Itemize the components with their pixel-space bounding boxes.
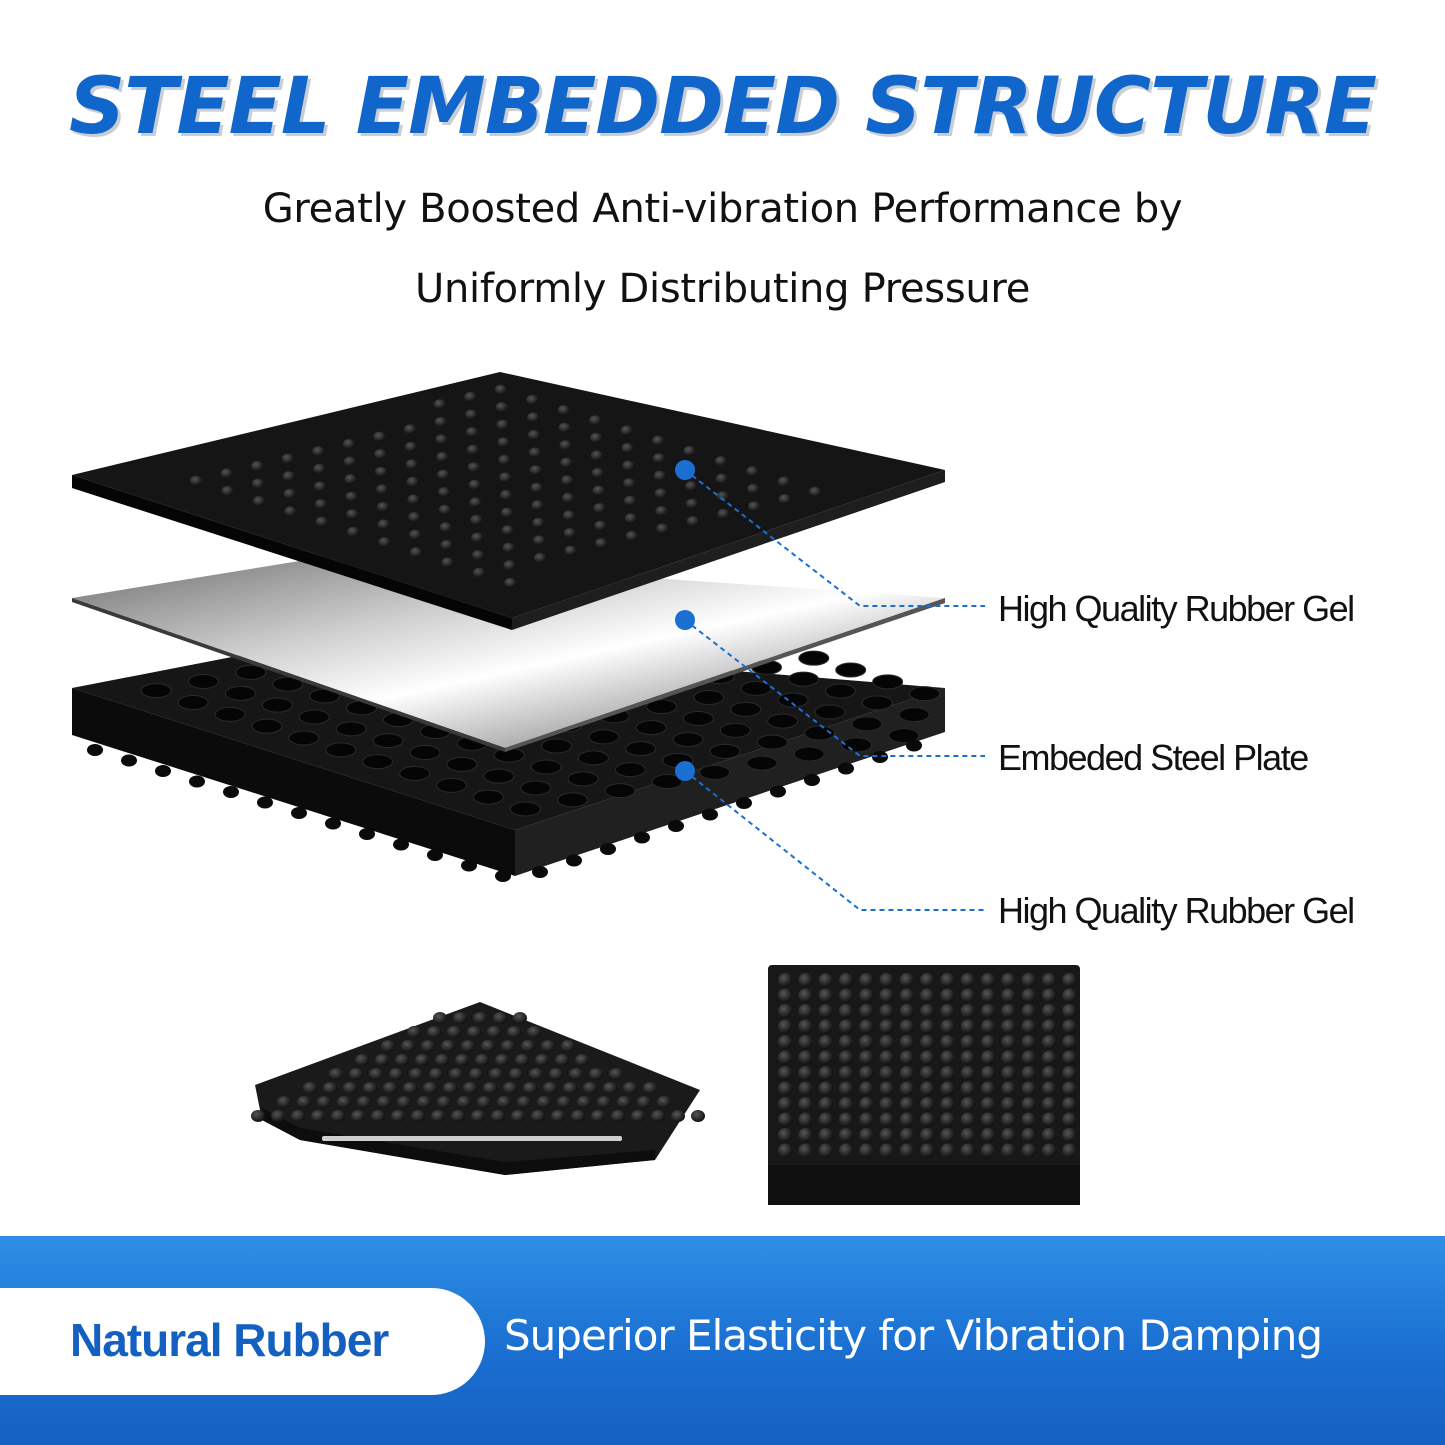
callout-leaders [684, 469, 985, 911]
square-pad-photo [768, 965, 1080, 1205]
callout-label-bottom: High Quality Rubber Gel [998, 890, 1355, 931]
callout-label-middle: Embeded Steel Plate [998, 737, 1309, 778]
banner-tagline: Superior Elasticity for Vibration Dampin… [504, 1311, 1323, 1360]
steel-plate-layer [72, 556, 945, 752]
subtitle-line-2: Uniformly Distributing Pressure [415, 266, 1030, 312]
headline: STEEL EMBEDDED STRUCTURE [68, 62, 1377, 152]
subtitle-line-1: Greatly Boosted Anti-vibration Performan… [262, 186, 1183, 232]
callout-dot [675, 460, 695, 480]
callout-dots [675, 460, 695, 781]
banner-pill-label: Natural Rubber [70, 1314, 389, 1366]
top-rubber-layer [72, 372, 945, 630]
banner-pill [0, 1288, 485, 1395]
corner-pad-photo [251, 1002, 705, 1175]
callout-label-top: High Quality Rubber Gel [998, 588, 1355, 629]
callout-dot [675, 610, 695, 630]
callout-dot [675, 761, 695, 781]
